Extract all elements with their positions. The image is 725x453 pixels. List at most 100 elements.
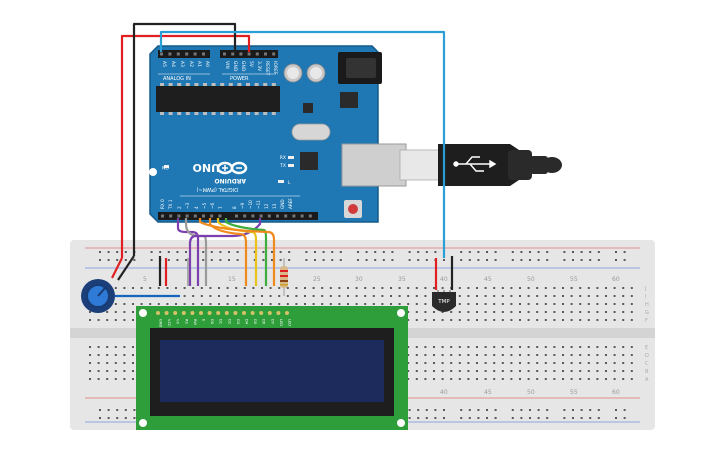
breadboard-hole [372,303,375,305]
analog-header [158,50,210,58]
usb-cable-end [542,157,562,173]
breadboard-hole [374,251,377,253]
power-pin-labels: VIN GND GND 5V 3.3V RESET IOREF [224,61,278,76]
lcd-pin [164,311,169,315]
temperature-sensor[interactable]: TMP [432,290,456,312]
lcd-pin [267,311,272,315]
breadboard-hole [511,409,514,411]
lcd-pin [216,311,221,315]
breadboard-hole [527,354,530,356]
breadboard-hole [511,417,514,419]
breadboard-hole [338,295,341,297]
breadboard-hole [570,362,573,364]
header-pin [284,214,288,218]
breadboard-hole [132,319,134,321]
lcd-pin [250,311,255,315]
breadboard-hole [467,346,470,348]
wire-orange-2[interactable] [198,218,276,286]
breadboard-hole [123,354,126,356]
breadboard-hole [107,417,110,419]
arduino-uno-board[interactable]: A5 A4 A3 A2 A1 A0 ANALOG IN VIN GND GND … [149,45,382,223]
breadboard-hole [175,303,177,305]
breadboard-hole [441,370,444,372]
breadboard-hole [443,417,445,419]
breadboard-hole [288,259,291,261]
lcd-pin [190,311,195,315]
breadboard-hole [544,303,547,305]
breadboard-hole [589,259,592,261]
breadboard-hole [433,354,435,356]
usb-cable[interactable] [341,143,562,187]
breadboard-hole [519,362,521,364]
breadboard-hole [622,378,625,380]
breadboard-hole [579,370,582,372]
breadboard-hole [596,378,599,380]
breadboard-hole [596,319,599,321]
breadboard-hole [537,259,540,261]
breadboard-hole [235,295,238,297]
breadboard-hole [382,251,385,253]
wire-black-gnd[interactable] [132,22,237,256]
wire-red-5v[interactable] [120,34,251,258]
chip-pin [185,112,190,115]
breadboard-hole [493,311,496,313]
wire-red-pot[interactable] [111,257,123,279]
breadboard-hole [218,287,220,289]
breadboard-hole [587,378,590,380]
resistor[interactable] [280,258,288,296]
breadboard-hole [132,346,134,348]
breadboard-hole [460,409,463,411]
breadboard-hole [381,295,384,297]
breadboard-hole [200,287,203,289]
breadboard-hole [364,303,367,305]
reset-button-cap[interactable] [348,204,358,214]
breadboard-hole [597,409,600,411]
breadboard-hole [407,362,410,364]
breadboard-hole [133,417,136,419]
chip-pin [263,112,268,115]
wire-cyan-a0[interactable] [159,30,446,258]
breadboard-hole [106,378,109,380]
breadboard-hole [476,362,478,364]
breadboard-hole [114,346,117,348]
breadboard-hole [372,287,375,289]
chip-pin [254,112,259,115]
breadboard-hole [364,287,367,289]
breadboard-hole [476,378,478,380]
breadboard-hole [286,295,289,297]
breadboard-hole [89,378,91,380]
breadboard-hole [570,319,573,321]
chip-pin [177,112,182,115]
breadboard-hole [597,417,600,419]
breadboard-hole [443,409,445,411]
breadboard-hole [605,362,607,364]
breadboard-hole [484,311,487,313]
breadboard-hole [501,295,504,297]
breadboard-hole [365,251,368,253]
breadboard-hole [424,370,427,372]
breadboard-hole [133,409,136,411]
wire-black-pot[interactable] [117,255,135,281]
breadboard-hole [630,295,633,297]
chip-pin [194,83,199,86]
breadboard-hole [493,295,496,297]
breadboard-hole [519,346,521,348]
potentiometer[interactable] [81,279,115,313]
breadboard-hole [286,303,289,305]
breadboard-hole [630,311,633,313]
lcd-pin [276,311,281,315]
chip-pin [211,112,216,115]
chip-pin [160,112,164,115]
arduino-brand-text: ARDUINO [215,177,246,184]
breadboard-hole [563,259,566,261]
breadboard-hole [510,370,513,372]
breadboard-hole [253,251,256,253]
breadboard-hole [493,354,496,356]
breadboard-hole [613,295,616,297]
lcd-pin [242,311,246,315]
breadboard-hole [425,251,428,253]
wire-green[interactable] [224,218,268,286]
infinity-logo [216,161,248,175]
